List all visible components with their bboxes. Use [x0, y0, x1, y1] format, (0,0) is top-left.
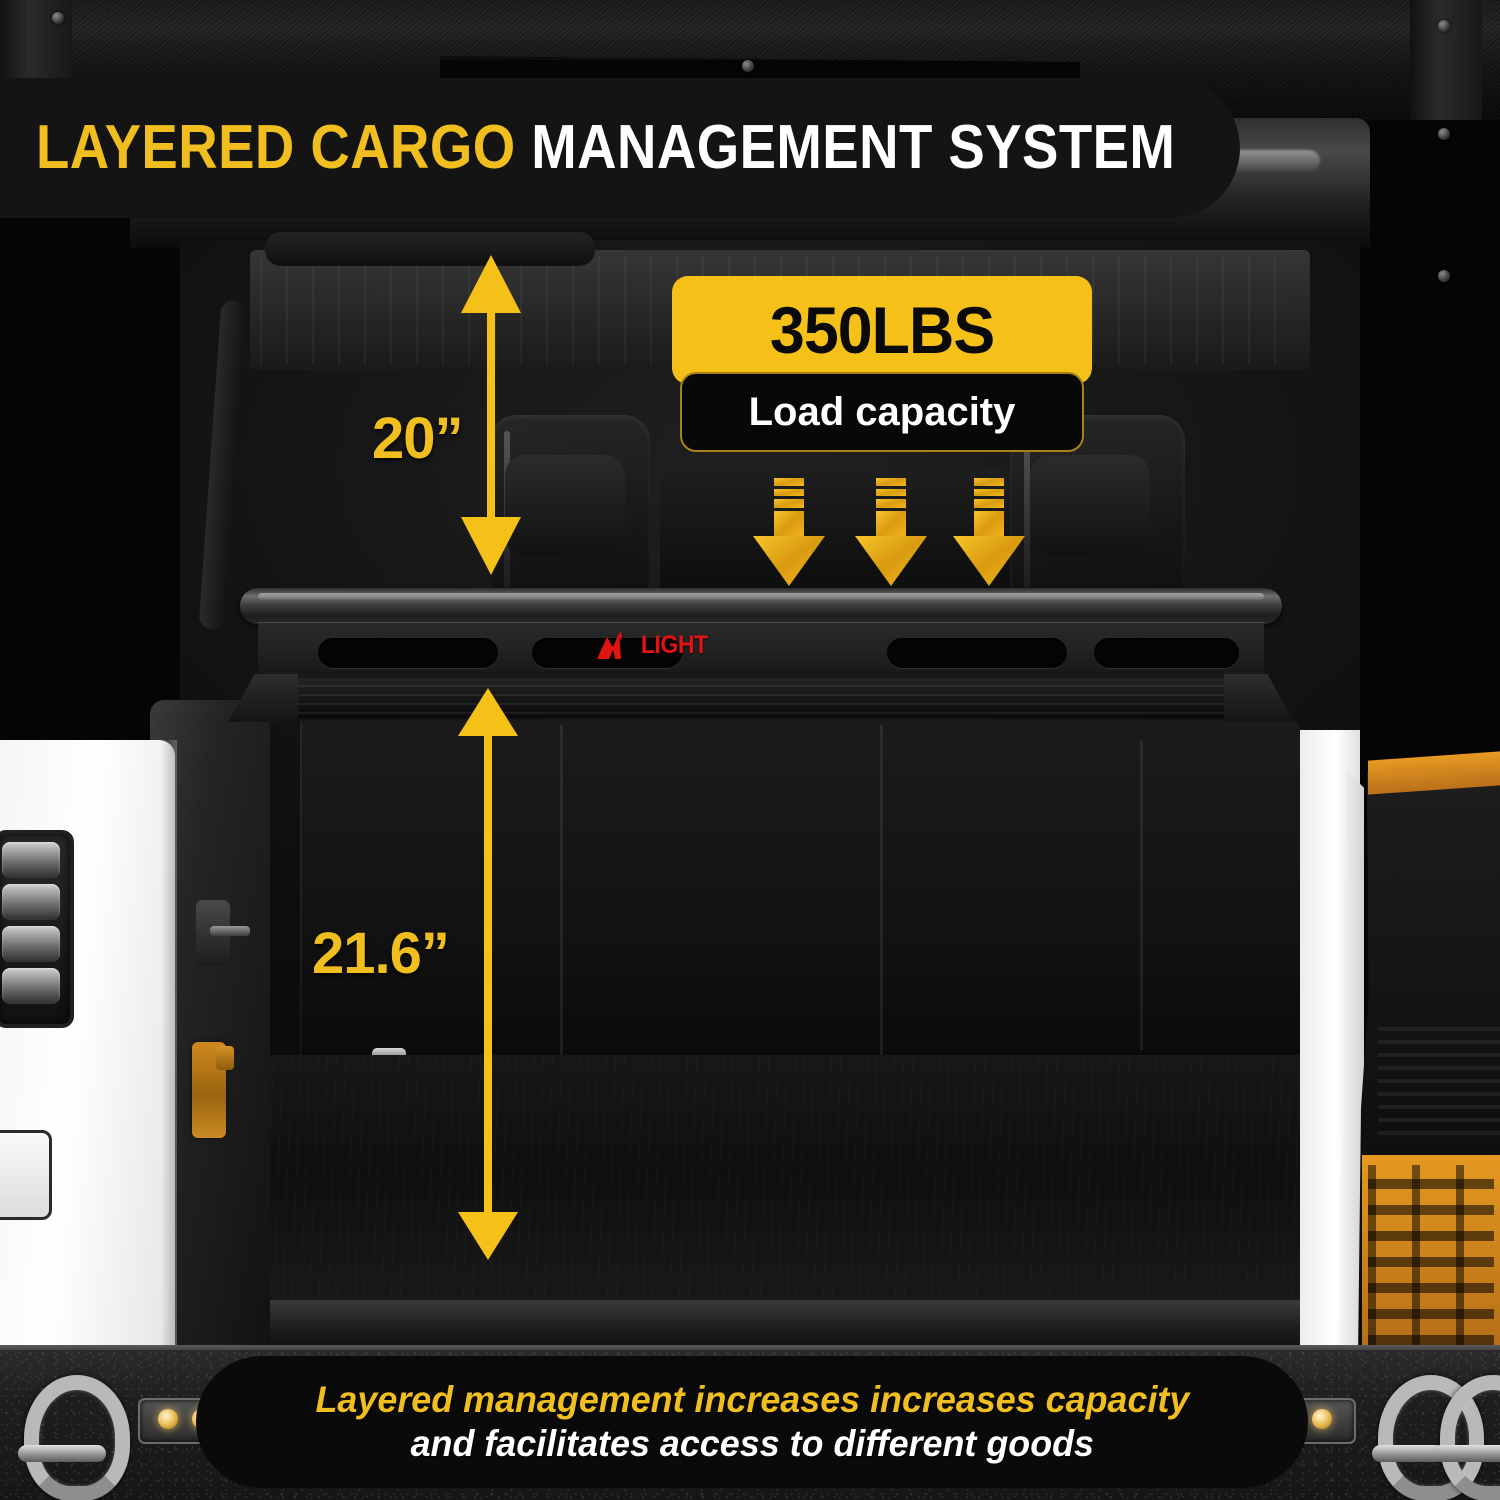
led-bulb — [1312, 1409, 1332, 1429]
d-ring-shackle-right-b — [1430, 1375, 1500, 1500]
load-arrow-1 — [753, 478, 825, 586]
roof-rack-bolt — [1438, 270, 1450, 282]
taillight-lens — [2, 968, 60, 1004]
roof-rack-bolt — [1438, 128, 1450, 140]
title-highlight: LAYERED CARGO — [36, 113, 516, 182]
orange-door-latch — [192, 1042, 234, 1138]
shelf-mount-bracket-right — [1224, 674, 1294, 722]
title-banner: LAYERED CARGO MANAGEMENT SYSTEM — [0, 78, 1240, 218]
door-orange-vent-panel — [1362, 1155, 1500, 1355]
load-capacity-label-panel: Load capacity — [680, 372, 1084, 452]
caption-line-1: Layered management increases increases c… — [315, 1379, 1189, 1420]
nilight-wordmark: LIGHT — [640, 630, 708, 659]
headrest-left — [505, 455, 625, 555]
shackle-bow — [1440, 1375, 1500, 1500]
shackle-bow — [24, 1375, 130, 1500]
fuel-filler-door — [0, 1130, 52, 1220]
d-ring-shackle-left — [14, 1375, 130, 1500]
load-arrow-2 — [855, 478, 927, 586]
roof-rack-post-right — [1410, 0, 1482, 120]
load-capacity-value: 350LBS — [769, 293, 995, 367]
page-title: LAYERED CARGO MANAGEMENT SYSTEM — [36, 117, 1175, 179]
bottom-caption: Layered management increases increases c… — [196, 1356, 1308, 1488]
led-bulb — [158, 1409, 178, 1429]
nilight-brand-logo: LIGHT — [596, 630, 711, 660]
folded-rear-bench — [300, 720, 1300, 1060]
nilight-mountain-icon — [596, 630, 636, 660]
shelf-slot — [887, 638, 1067, 668]
load-capacity-badge: 350LBS Load capacity — [672, 276, 1092, 458]
load-capacity-value-panel: 350LBS — [672, 276, 1092, 384]
door-embossed-logo — [1378, 1020, 1500, 1135]
roof-rack-bolt — [1438, 20, 1450, 32]
shackle-pin — [18, 1445, 106, 1462]
dimension-arrow-upper — [461, 255, 521, 575]
seat-seam — [560, 725, 563, 1055]
roof-speaker — [265, 232, 595, 266]
shelf-mount-bracket-left — [228, 674, 298, 722]
center-console-rear — [660, 470, 1010, 610]
seat-seam — [880, 725, 883, 1055]
headrest-right — [1030, 455, 1150, 555]
shackle-pin — [1434, 1445, 1500, 1462]
cargo-shelf-product: LIGHT — [228, 588, 1294, 722]
dimension-label-upper: 20” — [372, 406, 464, 471]
shelf-slatted-deck — [272, 678, 1252, 718]
taillight-lens — [2, 926, 60, 962]
title-rest: MANAGEMENT SYSTEM — [531, 113, 1176, 182]
seat-seam — [1140, 740, 1143, 1050]
taillight-left — [0, 830, 74, 1028]
shelf-slot — [318, 638, 498, 668]
roof-rack-bolt — [52, 12, 64, 24]
shelf-slot — [1094, 638, 1239, 668]
taillight-lens — [2, 842, 60, 878]
load-capacity-label: Load capacity — [748, 389, 1016, 434]
door-striker-latch — [196, 900, 250, 966]
caption-line-2: and facilitates access to different good… — [410, 1423, 1094, 1464]
dimension-arrow-lower — [458, 688, 518, 1260]
shelf-top-rail — [240, 588, 1282, 624]
load-arrow-3 — [953, 478, 1025, 586]
taillight-lens — [2, 884, 60, 920]
roof-rack-bolt — [742, 60, 754, 72]
dimension-label-lower: 21.6” — [312, 921, 450, 986]
